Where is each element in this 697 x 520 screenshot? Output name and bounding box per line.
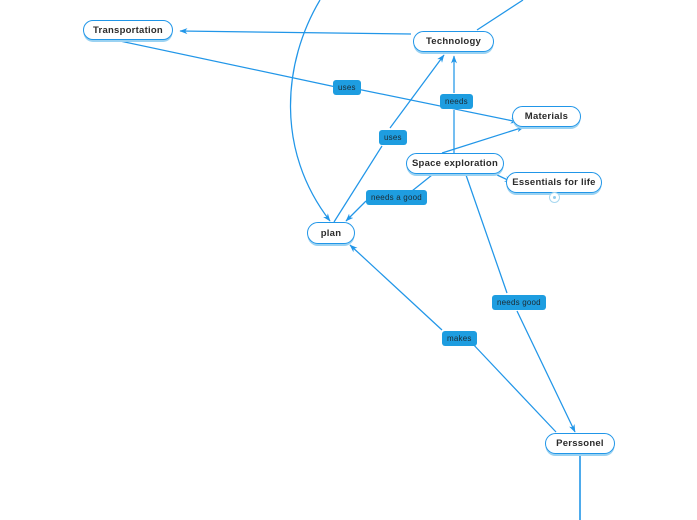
edge-label-makes-perssonel-plan[interactable]: makes xyxy=(442,331,477,346)
edge-space-to-materials xyxy=(441,126,525,154)
node-label: Technology xyxy=(425,36,482,47)
edge-label-uses-plan-technology[interactable]: uses xyxy=(379,130,407,145)
edge-space-to-perssonel-upper xyxy=(465,174,508,294)
node-space-exploration[interactable]: Space exploration xyxy=(406,153,504,174)
edge-technology-to-transportation xyxy=(179,28,412,35)
edge-technology-to-offscreen-top-right xyxy=(476,0,524,31)
node-label: Transportation xyxy=(92,24,163,36)
node-perssonel[interactable]: Perssonel xyxy=(545,433,615,454)
edge-label-text: uses xyxy=(338,83,356,92)
edge-label-text: needs good xyxy=(497,298,541,307)
edge-transportation-to-materials-right xyxy=(356,88,519,124)
node-technology[interactable]: Technology xyxy=(413,31,494,52)
edge-label-text: needs a good xyxy=(371,193,422,202)
node-label: Perssonel xyxy=(556,438,604,449)
edge-space-to-plan-lower xyxy=(345,200,367,222)
edge-label-needs-good-space-perssonel[interactable]: needs good xyxy=(492,295,546,310)
edge-label-needs-space-technology[interactable]: needs xyxy=(440,94,473,109)
edge-plan-to-technology-upper xyxy=(389,54,445,129)
edge-label-uses-transportation-materials[interactable]: uses xyxy=(333,80,361,95)
edge-label-text: makes xyxy=(447,334,472,343)
edge-space-to-perssonel-lower xyxy=(516,310,576,433)
collapse-handle-icon[interactable] xyxy=(549,192,560,203)
edge-space-to-plan-upper xyxy=(411,174,433,192)
node-transportation[interactable]: Transportation xyxy=(83,20,173,40)
edge-label-text: needs xyxy=(445,97,468,106)
node-essentials-for-life[interactable]: Essentials for life xyxy=(506,172,602,193)
edge-perssonel-to-plan-upper xyxy=(349,244,443,331)
edge-label-needs-a-good-space-plan[interactable]: needs a good xyxy=(366,190,427,205)
edge-perssonel-to-plan-lower xyxy=(470,341,557,433)
edge-label-text: uses xyxy=(384,133,402,142)
edge-plan-to-technology-lower xyxy=(333,145,383,223)
node-label: Essentials for life xyxy=(512,177,596,188)
node-label: Materials xyxy=(524,111,569,122)
edge-offscreen-top-to-plan-curve xyxy=(289,0,331,222)
node-materials[interactable]: Materials xyxy=(512,106,581,127)
node-plan[interactable]: plan xyxy=(307,222,355,244)
node-label: plan xyxy=(320,227,342,239)
node-label: Space exploration xyxy=(411,158,499,169)
edge-transportation-to-materials-left xyxy=(119,40,337,88)
